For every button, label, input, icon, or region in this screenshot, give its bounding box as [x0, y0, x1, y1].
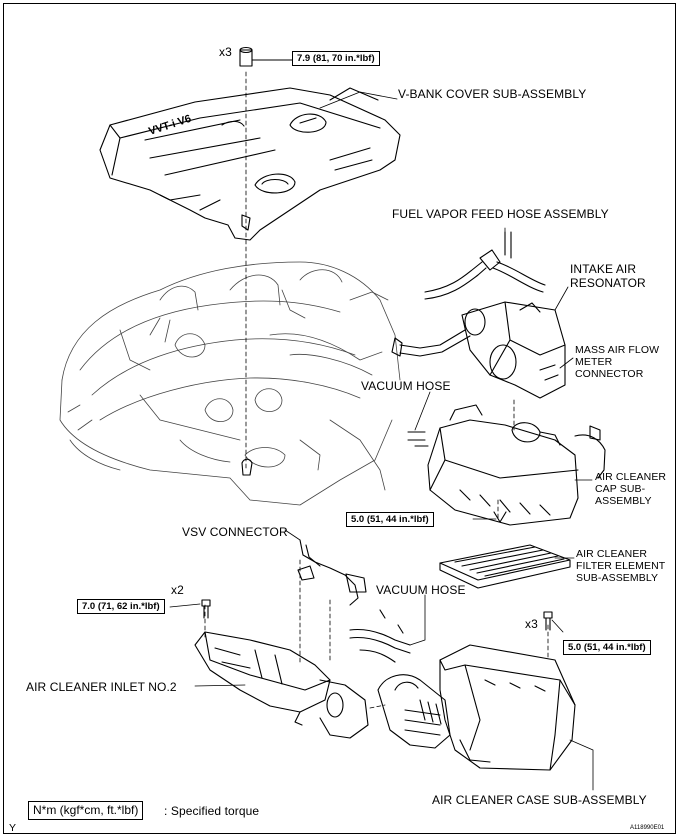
fuel-vapor-hose-label: FUEL VAPOR FEED HOSE ASSEMBLY — [392, 207, 609, 221]
mass-air-flow-meter-connector-label: MASS AIR FLOW METER CONNECTOR — [575, 344, 660, 380]
inlet-bolt-quantity: x2 — [171, 583, 184, 597]
vsv-connector-drawing — [297, 539, 367, 606]
legend-torque-unit: N*m (kgf*cm, ft.*lbf) — [28, 801, 144, 820]
legend-description: : Specified torque — [164, 804, 260, 818]
intake-air-resonator-drawing — [391, 301, 566, 399]
vbank-cover-drawing: VVT-i V6 — [99, 87, 401, 241]
vsv-connector-label: VSV CONNECTOR — [182, 525, 288, 539]
intake-air-resonator-label: INTAKE AIR RESONATOR — [570, 262, 646, 290]
engine-block-drawing — [59, 261, 401, 506]
diagram-frame — [3, 3, 676, 834]
leader-vbank — [319, 91, 398, 109]
svg-text:VVT-i V6: VVT-i V6 — [147, 113, 193, 138]
vbank-cover-label: V-BANK COVER SUB-ASSEMBLY — [398, 87, 587, 101]
inlet-torque: 7.0 (71, 62 in.*lbf) — [77, 599, 165, 614]
case-torque: 5.0 (51, 44 in.*lbf) — [563, 640, 651, 655]
air-cleaner-inlet-label: AIR CLEANER INLET NO.2 — [26, 680, 177, 694]
air-cleaner-inlet-drawing — [194, 599, 369, 739]
air-cleaner-filter-label: AIR CLEANER FILTER ELEMENT SUB-ASSEMBLY — [576, 548, 666, 584]
figure-code: A118990E01 — [630, 825, 665, 831]
vacuum-hose-lower-drawing — [349, 609, 411, 663]
corner-mark: Y — [9, 822, 17, 834]
case-bolt-quantity: x3 — [525, 617, 538, 631]
vacuum-hose-upper-drawing — [407, 431, 429, 447]
air-cleaner-cap-label: AIR CLEANER CAP SUB- ASSEMBLY — [595, 471, 667, 507]
air-cleaner-case-label: AIR CLEANER CASE SUB-ASSEMBLY — [432, 793, 647, 807]
air-cleaner-filter-drawing — [439, 544, 571, 589]
fuel-vapor-hose-drawing — [424, 231, 546, 300]
vacuum-hose-lower-label: VACUUM HOSE — [376, 583, 466, 597]
vacuum-hose-upper-label: VACUUM HOSE — [361, 379, 451, 393]
cover-nut-quantity: x3 — [219, 45, 232, 59]
cap-torque: 5.0 (51, 44 in.*lbf) — [346, 512, 434, 527]
air-cleaner-cap-drawing — [427, 404, 606, 526]
cover-nut-drawing — [239, 46, 379, 476]
cover-nut-torque: 7.9 (81, 70 in.*lbf) — [292, 51, 380, 66]
air-cleaner-case-drawing — [377, 611, 576, 771]
